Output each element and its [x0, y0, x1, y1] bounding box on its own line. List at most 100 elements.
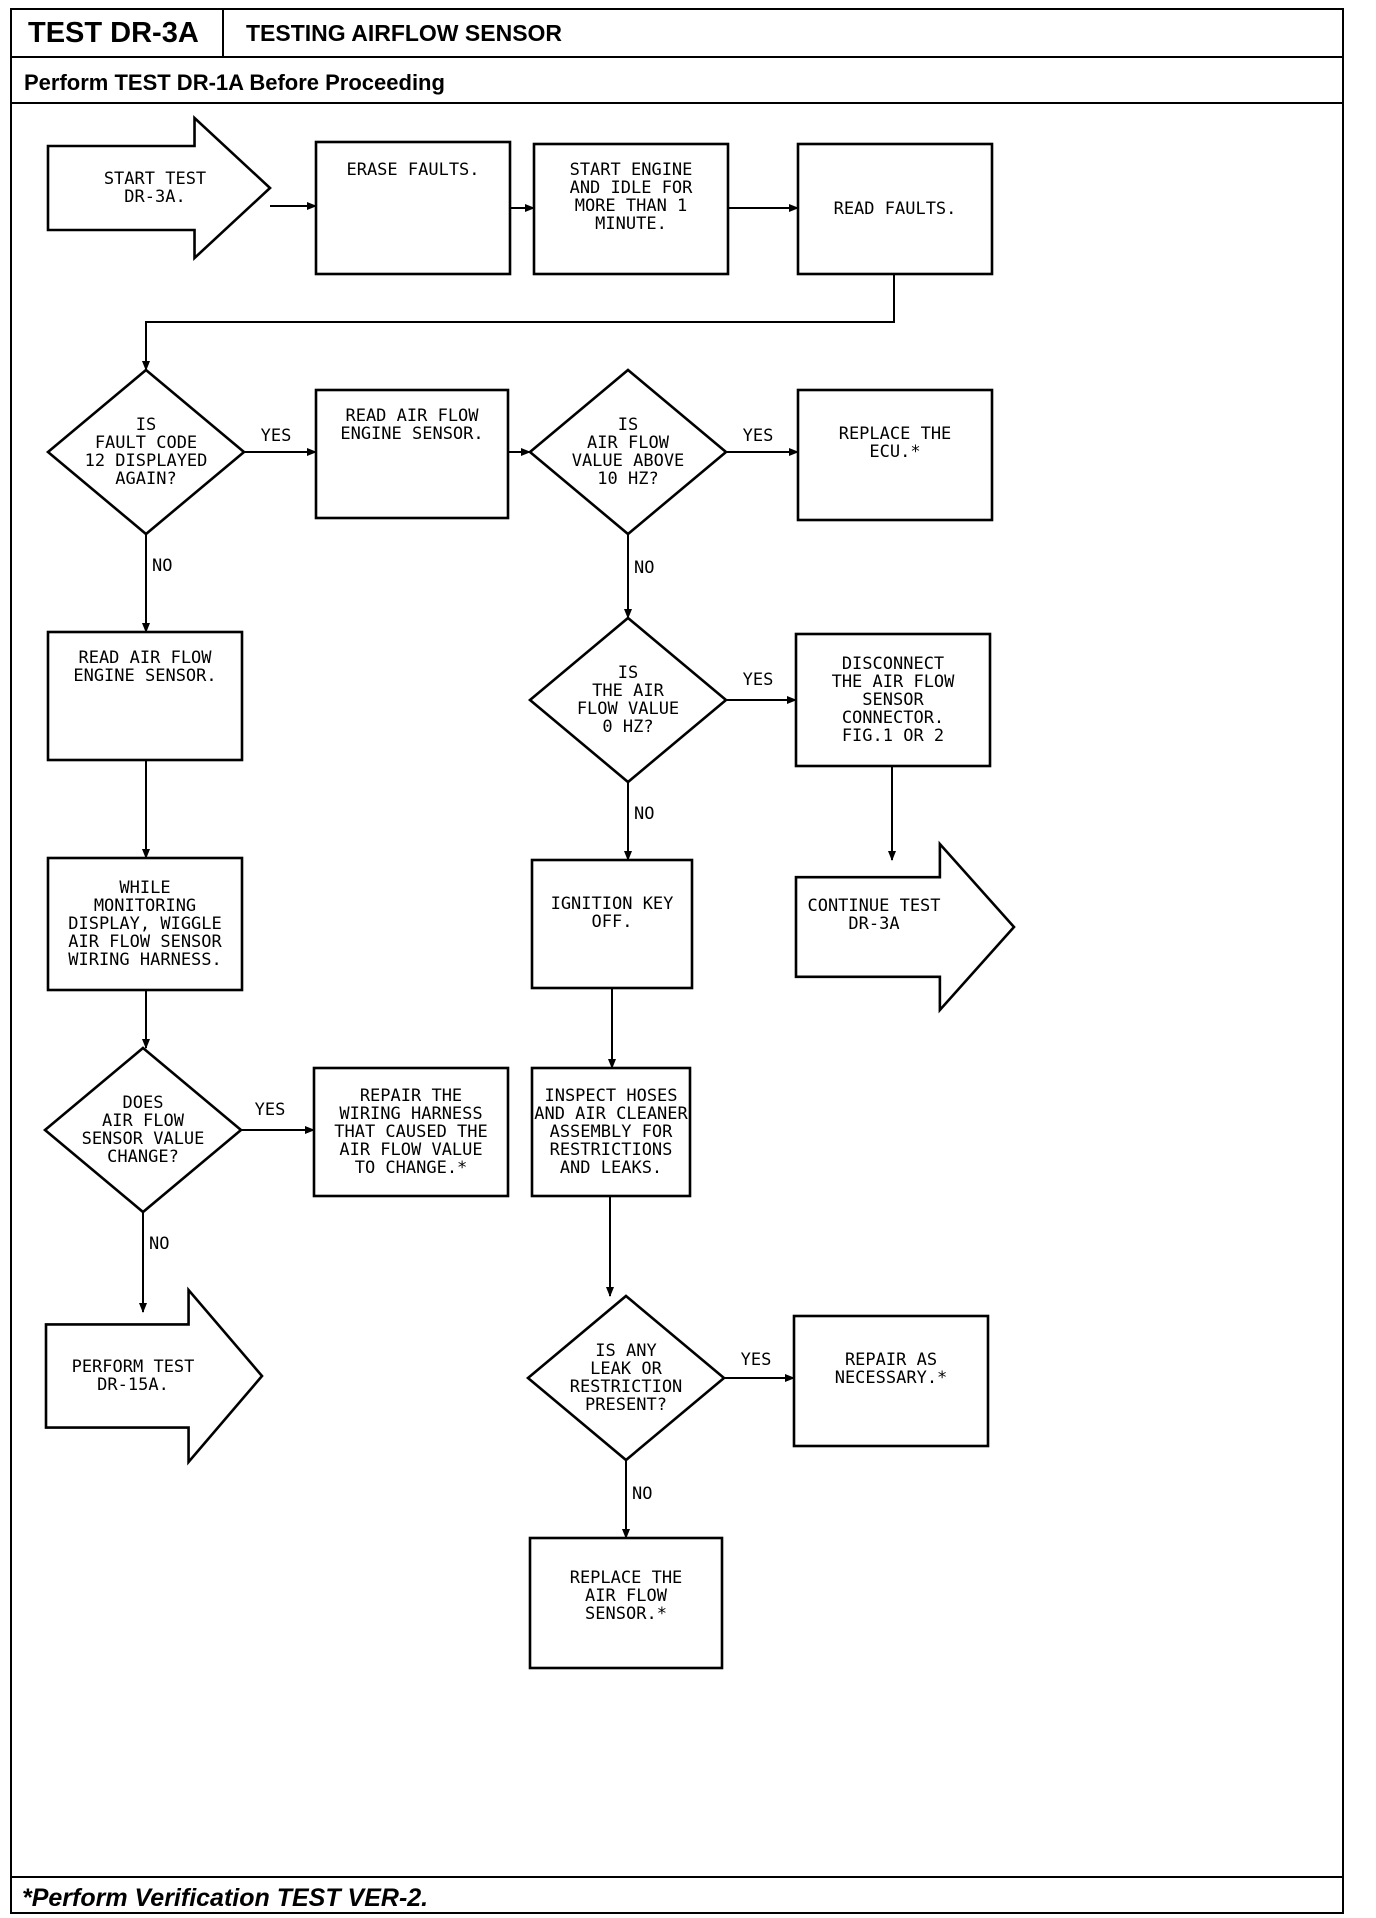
node-text-line: AIR FLOW [102, 1111, 185, 1131]
node-text-line: SENSOR.* [585, 1604, 667, 1624]
node-text-line: FAULT CODE [95, 433, 197, 453]
node-text-line: TO CHANGE.* [355, 1158, 468, 1178]
node-text-line: IS ANY [595, 1341, 656, 1361]
page-frame [10, 8, 1344, 1914]
node-text-line: 0 HZ? [602, 717, 653, 737]
node-text-line: INSPECT HOSES [544, 1086, 677, 1106]
edge-label-yes: YES [743, 670, 774, 690]
prerequisite-row [10, 58, 1344, 104]
test-id: TEST DR-3A [12, 10, 224, 56]
node-text-line: REPLACE THE [570, 1568, 683, 1588]
edge-label-no: NO [634, 558, 654, 578]
node-text-line: ASSEMBLY FOR [550, 1122, 674, 1142]
edge-label-no: NO [634, 804, 654, 824]
edge-label-yes: YES [261, 426, 292, 446]
node-text-line: IS [136, 415, 156, 435]
node-text-line: RESTRICTION [570, 1377, 683, 1397]
node-text-line: THAT CAUSED THE [334, 1122, 488, 1142]
node-text-line: DR-3A [848, 914, 899, 934]
node-text-line: THE AIR [592, 681, 664, 701]
node-text-line: SENSOR VALUE [82, 1129, 205, 1149]
node-text-line: AIR FLOW [585, 1586, 668, 1606]
node-text-line: AND IDLE FOR [570, 178, 694, 198]
node-text-line: DOES [123, 1093, 164, 1113]
node-text-line: WIRING HARNESS. [68, 950, 222, 970]
node-text-line: READ AIR FLOW [345, 406, 479, 426]
node-read-faults: READ FAULTS. [796, 142, 994, 276]
node-text-line: START ENGINE [570, 160, 693, 180]
node-text-line: DR-15A. [97, 1375, 169, 1395]
node-text-line: AGAIN? [115, 469, 176, 489]
node-text-line: REPAIR AS [845, 1350, 937, 1370]
node-text-line: IS [618, 663, 638, 683]
edge-label-yes: YES [741, 1350, 772, 1370]
node-text-line: DISCONNECT [842, 654, 944, 674]
node-text-line: PRESENT? [585, 1395, 667, 1415]
edge-label-no: NO [149, 1234, 169, 1254]
edge-label-yes: YES [743, 426, 774, 446]
node-text-line: PERFORM TEST [72, 1357, 195, 1377]
node-text-line: REPLACE THE [839, 424, 952, 444]
node-text-line: OFF. [592, 912, 633, 932]
node-text-line: AIR FLOW VALUE [339, 1140, 482, 1160]
node-text-line: AIR FLOW SENSOR [68, 932, 222, 952]
node-text-line: THE AIR FLOW [832, 672, 956, 692]
node-text-line: IS [618, 415, 638, 435]
node-text-line: 12 DISPLAYED [85, 451, 208, 471]
node-text-line: ECU.* [869, 442, 920, 462]
test-title: TESTING AIRFLOW SENSOR [246, 20, 563, 46]
node-text-line: SENSOR [862, 690, 924, 710]
node-erase: ERASE FAULTS. [314, 140, 512, 276]
node-text-line: LEAK OR [590, 1359, 662, 1379]
edge-label-no: NO [632, 1484, 652, 1504]
footer-divider [10, 1876, 1344, 1878]
edge-label-no: NO [152, 556, 172, 576]
edge-label-yes: YES [255, 1100, 286, 1120]
node-text-line: READ FAULTS. [834, 199, 957, 219]
node-text-line: WHILE [119, 878, 170, 898]
node-text-line: AIR FLOW [587, 433, 670, 453]
node-text-line: READ AIR FLOW [78, 648, 212, 668]
node-text-line: ENGINE SENSOR. [340, 424, 483, 444]
node-text-line: ENGINE SENSOR. [73, 666, 216, 686]
node-text-line: FLOW VALUE [577, 699, 679, 719]
flow-connector [142, 274, 895, 371]
node-text-line: DR-3A. [124, 187, 185, 207]
node-text-line: ERASE FAULTS. [346, 160, 479, 180]
node-text-line: VALUE ABOVE [572, 451, 685, 471]
node-text-line: START TEST [104, 169, 206, 189]
node-text-line: WIRING HARNESS [339, 1104, 482, 1124]
node-text-line: MORE THAN 1 [575, 196, 688, 216]
node-text-line: MONITORING [94, 896, 196, 916]
node-text-line: CONTINUE TEST [807, 896, 940, 916]
node-text-line: DISPLAY, WIGGLE [68, 914, 222, 934]
node-text-line: CONNECTOR. [842, 708, 944, 728]
node-text-line: 10 HZ? [597, 469, 658, 489]
node-text-line: MINUTE. [595, 214, 667, 234]
node-text-line: REPAIR THE [360, 1086, 462, 1106]
header-row [10, 8, 1344, 58]
verification-footnote: *Perform Verification TEST VER-2. [22, 1884, 429, 1912]
node-text-line: NECESSARY.* [835, 1368, 948, 1388]
node-text-line: CHANGE? [107, 1147, 179, 1167]
node-text-line: FIG.1 OR 2 [842, 726, 944, 746]
edges-layer [139, 202, 896, 1539]
